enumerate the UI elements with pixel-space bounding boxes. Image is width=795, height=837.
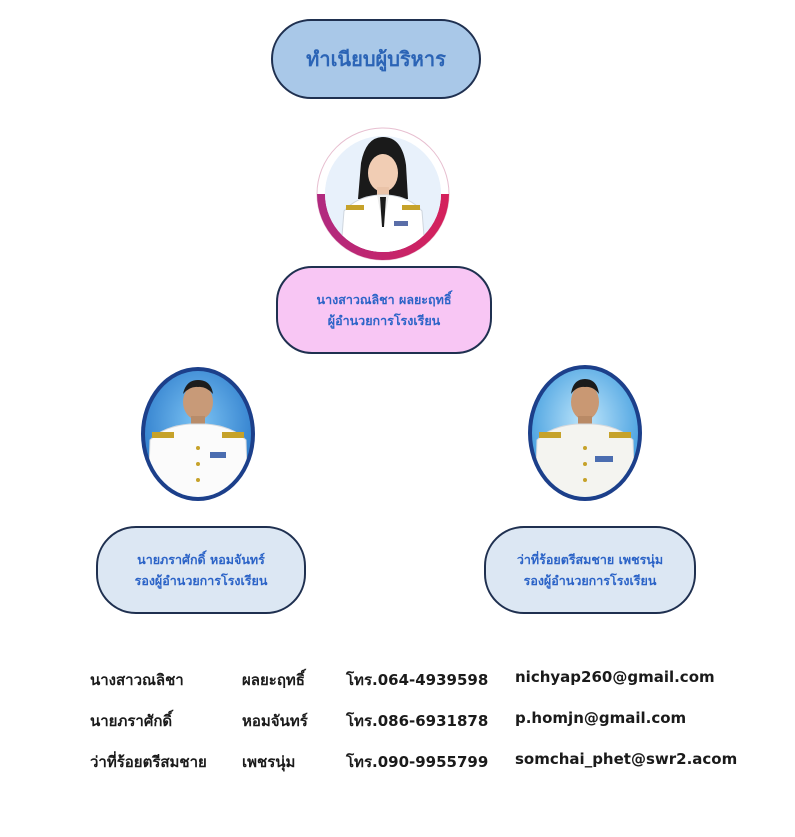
contact-email[interactable]: nichyap260@gmail.com (515, 668, 715, 686)
contact-row: นางสาวณลิชา ผลยะฤทธิ์ โทร.064-4939598 ni… (90, 668, 770, 709)
deputy-2-photo (527, 364, 643, 502)
contact-email[interactable]: p.homjn@gmail.com (515, 709, 687, 727)
page-title: ทำเนียบผู้บริหาร (271, 19, 481, 99)
contact-list: นางสาวณลิชา ผลยะฤทธิ์ โทร.064-4939598 ni… (90, 668, 770, 791)
portrait-photo-icon (141, 367, 255, 501)
contact-last-name: ผลยะฤทธิ์ (242, 671, 305, 689)
portrait-photo-icon (316, 127, 450, 261)
contact-first-name: นายภราศักดิ์ (90, 712, 173, 730)
contact-row: นายภราศักดิ์ หอมจันทร์ โทร.086-6931878 p… (90, 709, 770, 750)
deputy-1-name-card: นายภราศักดิ์ หอมจันทร์ รองผู้อำนวยการโรง… (96, 526, 306, 614)
deputy-2-position: รองผู้อำนวยการโรงเรียน (523, 573, 657, 588)
contact-phone: โทร.064-4939598 (346, 671, 489, 689)
contact-phone: โทร.090-9955799 (346, 753, 489, 771)
deputy-1-photo (140, 366, 256, 502)
contact-first-name: นางสาวณลิชา (90, 671, 184, 689)
principal-position: ผู้อำนวยการโรงเรียน (327, 313, 441, 328)
contact-first-name: ว่าที่ร้อยตรีสมชาย (90, 753, 207, 771)
contact-row: ว่าที่ร้อยตรีสมชาย เพชรนุ่ม โทร.090-9955… (90, 750, 770, 791)
principal-name-card: นางสาวณลิชา ผลยะฤทธิ์ ผู้อำนวยการโรงเรีย… (276, 266, 492, 354)
deputy-2-name: ว่าที่ร้อยตรีสมชาย เพชรนุ่ม (516, 552, 664, 567)
deputy-1-name: นายภราศักดิ์ หอมจันทร์ (137, 552, 265, 567)
principal-name: นางสาวณลิชา ผลยะฤทธิ์ (316, 292, 452, 307)
contact-email[interactable]: somchai_phet@swr2.acom (515, 750, 738, 768)
deputy-2-name-card: ว่าที่ร้อยตรีสมชาย เพชรนุ่ม รองผู้อำนวยก… (484, 526, 696, 614)
contact-last-name: หอมจันทร์ (242, 712, 308, 730)
portrait-photo-icon (528, 365, 642, 501)
principal-photo (316, 127, 450, 261)
contact-phone: โทร.086-6931878 (346, 712, 489, 730)
contact-last-name: เพชรนุ่ม (242, 753, 296, 771)
deputy-1-position: รองผู้อำนวยการโรงเรียน (134, 573, 268, 588)
